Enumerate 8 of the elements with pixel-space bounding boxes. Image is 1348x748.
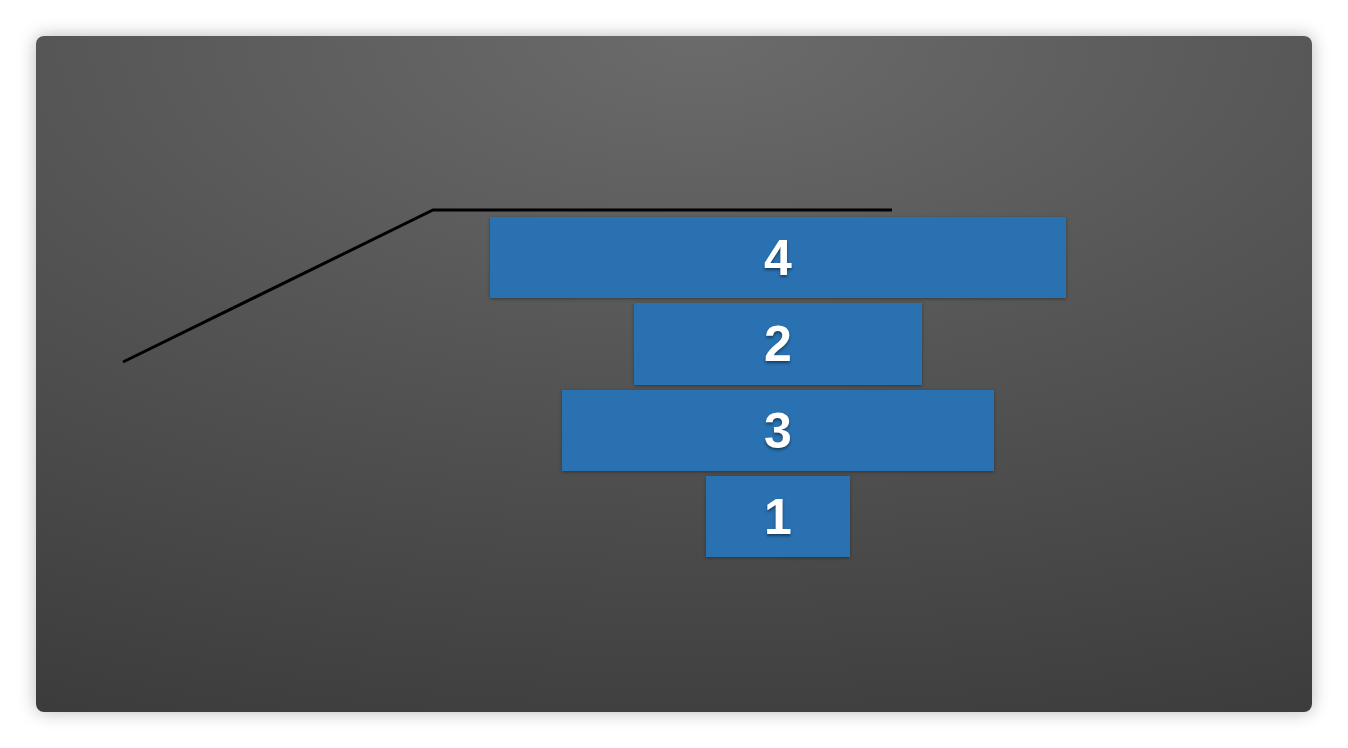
block-number: 4	[764, 232, 792, 283]
stack-block	[706, 476, 850, 557]
block-number: 2	[764, 319, 792, 369]
stack-block	[490, 217, 1066, 298]
stack-block	[562, 390, 994, 471]
block-number: 3	[764, 405, 792, 456]
block-number: 1	[764, 491, 792, 542]
stack-block	[634, 303, 922, 385]
